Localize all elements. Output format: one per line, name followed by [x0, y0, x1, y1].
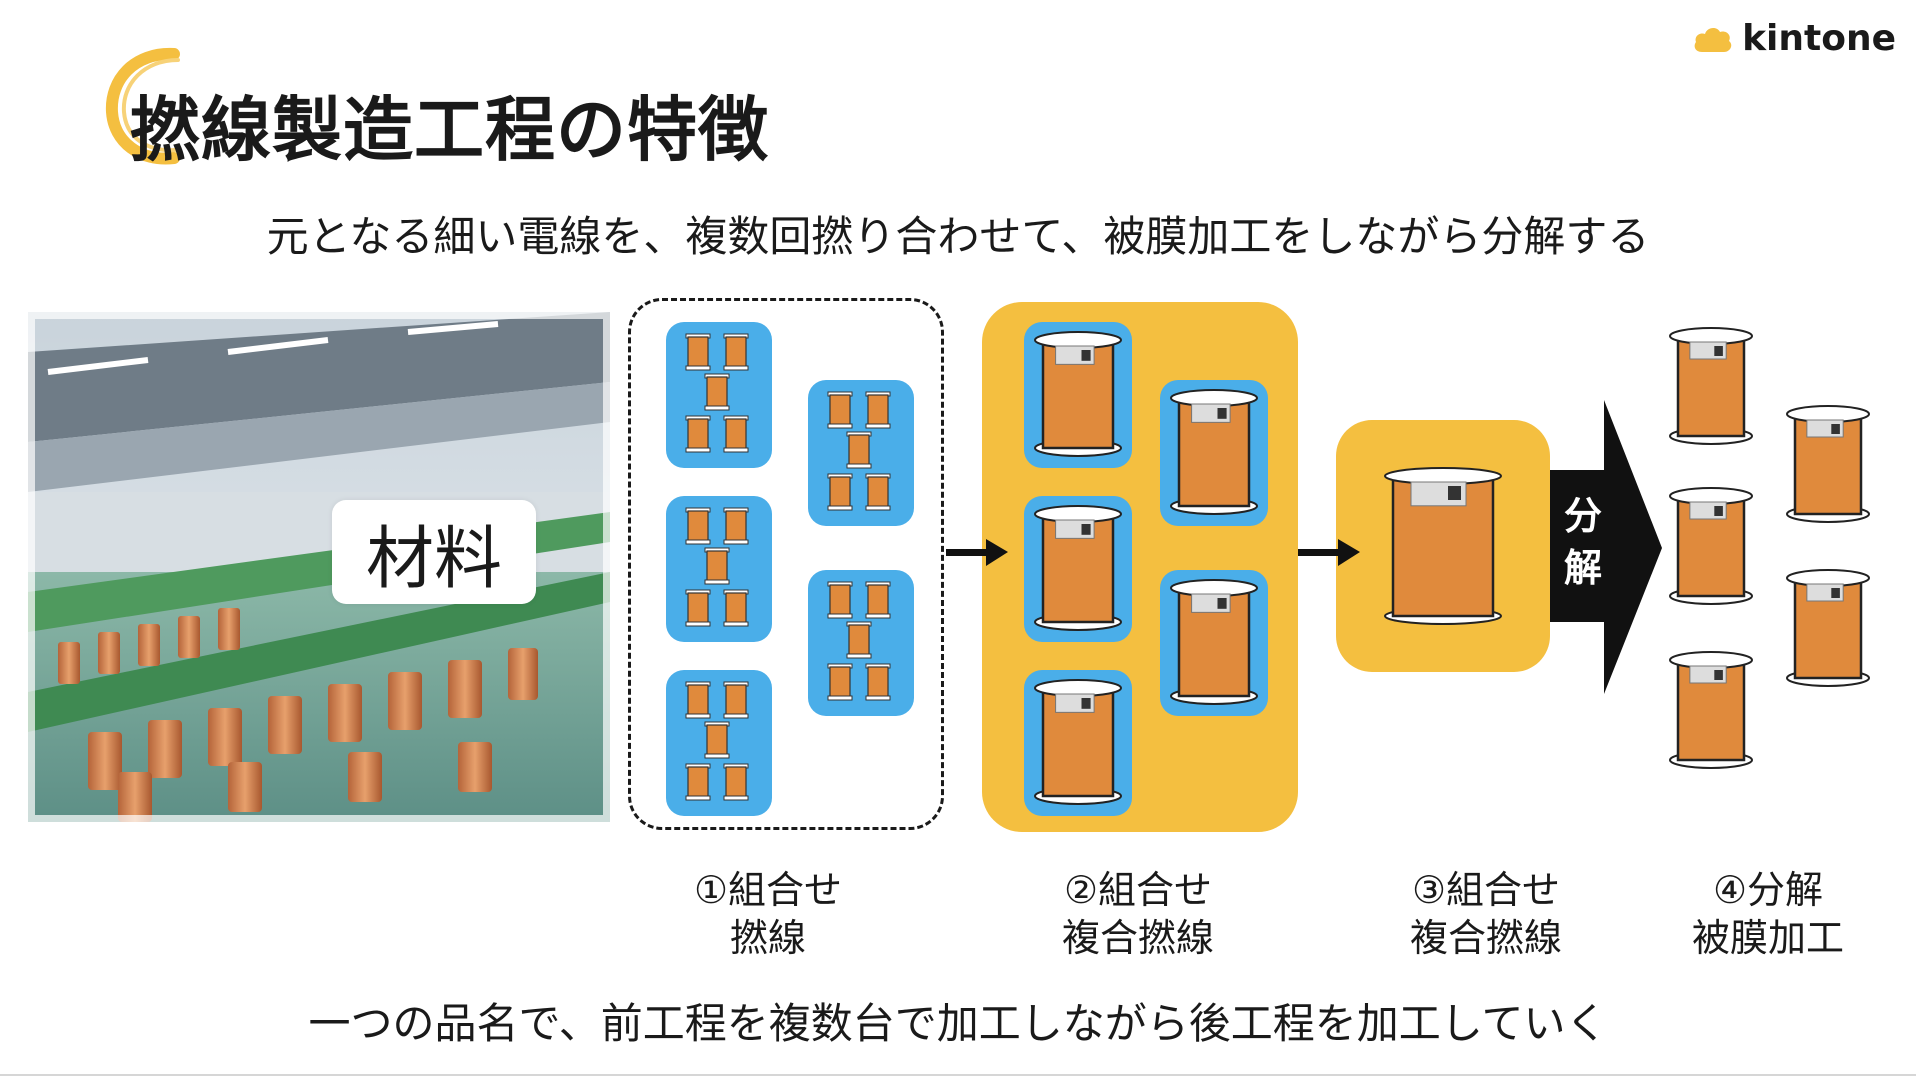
step-label-2: ②組合せ 複合撚線	[1030, 866, 1246, 962]
wire-spool-icon	[1786, 405, 1870, 523]
split-arrow-label: 分解	[1563, 494, 1602, 590]
step-label-3: ③組合せ 複合撚線	[1378, 866, 1594, 962]
cloud-icon	[1694, 27, 1732, 52]
wire-spool-icon	[1786, 569, 1870, 687]
material-label: 材料	[332, 500, 536, 604]
page-title: 撚線製造工程の特徴	[130, 89, 769, 171]
stage2-bundle	[1024, 322, 1132, 468]
wire-spool-icon	[1669, 327, 1753, 445]
step-label-4: ④分解 被膜加工	[1660, 866, 1876, 962]
step-1-line2: 撚線	[729, 916, 806, 960]
stage1-bundle	[808, 570, 914, 716]
brush-circle-decoration	[105, 47, 180, 165]
step-label-1: ①組合せ 撚線	[660, 866, 876, 962]
step-4-line1: ④分解	[1712, 868, 1824, 912]
wire-spool-icon	[1669, 651, 1753, 769]
wire-spool-icon	[1669, 487, 1753, 605]
stage1-bundle	[808, 380, 914, 526]
stage1-bundle	[666, 322, 772, 468]
stage2-bundle	[1024, 496, 1132, 642]
footer-note: 一つの品名で、前工程を複数台で加工しながら後工程を加工していく	[308, 999, 1608, 1048]
logo-text: kintone	[1742, 18, 1896, 59]
stage2-bundle	[1160, 380, 1268, 526]
step-3-line1: ③組合せ	[1411, 868, 1561, 912]
step-2-line2: 複合撚線	[1061, 916, 1214, 960]
stage1-bundle	[666, 496, 772, 642]
step-1-line1: ①組合せ	[693, 868, 843, 912]
bottom-divider	[0, 1074, 1916, 1076]
stage2-bundle	[1160, 570, 1268, 716]
kintone-logo: kintone	[1692, 18, 1896, 59]
stage1-dashed-group	[628, 298, 944, 830]
step-4-line2: 被膜加工	[1691, 916, 1844, 960]
step-3-line2: 複合撚線	[1409, 916, 1562, 960]
stage1-bundle	[666, 670, 772, 816]
stage2-bundle	[1024, 670, 1132, 816]
step-2-line1: ②組合せ	[1063, 868, 1213, 912]
subtitle: 元となる細い電線を、複数回撚り合わせて、被膜加工をしながら分解する	[266, 212, 1650, 261]
stage3-group	[1336, 420, 1550, 672]
